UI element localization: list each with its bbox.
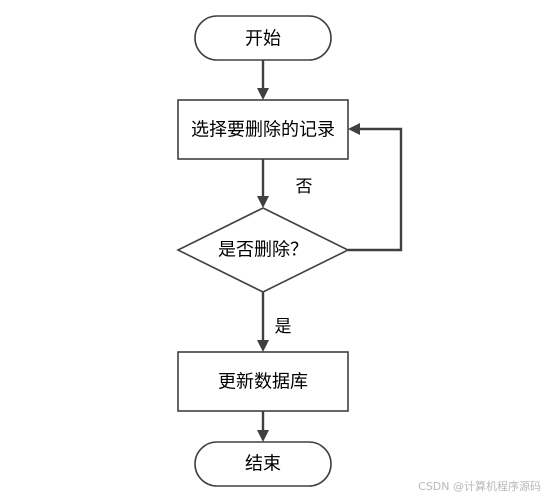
start-label: 开始 xyxy=(245,29,281,50)
start-terminator xyxy=(194,15,332,61)
start-node: 开始 xyxy=(194,15,332,61)
decision-node: 是否删除？ xyxy=(176,207,350,293)
arrowhead-select-in xyxy=(257,88,269,100)
arrowhead-end-in xyxy=(257,430,269,442)
update-db-node: 更新数据库 xyxy=(177,351,349,412)
arrowhead-loop-back xyxy=(348,123,360,135)
connectors xyxy=(257,60,403,442)
arrowhead-decision-in xyxy=(257,196,269,208)
end-terminator xyxy=(194,441,332,487)
update-db-label: 更新数据库 xyxy=(218,372,308,393)
end-label: 结束 xyxy=(245,454,281,475)
watermark-text: CSDN @计算机程序源码 xyxy=(418,479,541,493)
end-node: 结束 xyxy=(194,441,332,487)
arrowhead-update-in xyxy=(257,340,269,352)
yes-branch-label: 是 xyxy=(275,317,292,337)
edge-decision-no-loop xyxy=(348,127,403,252)
select-record-label: 选择要删除的记录 xyxy=(191,120,335,141)
no-branch-label: 否 xyxy=(296,177,313,197)
select-record-node: 选择要删除的记录 xyxy=(177,99,349,160)
decision-diamond xyxy=(176,207,350,293)
select-record-box xyxy=(177,99,349,160)
update-db-box xyxy=(177,351,349,412)
decision-label: 是否删除？ xyxy=(218,240,308,261)
